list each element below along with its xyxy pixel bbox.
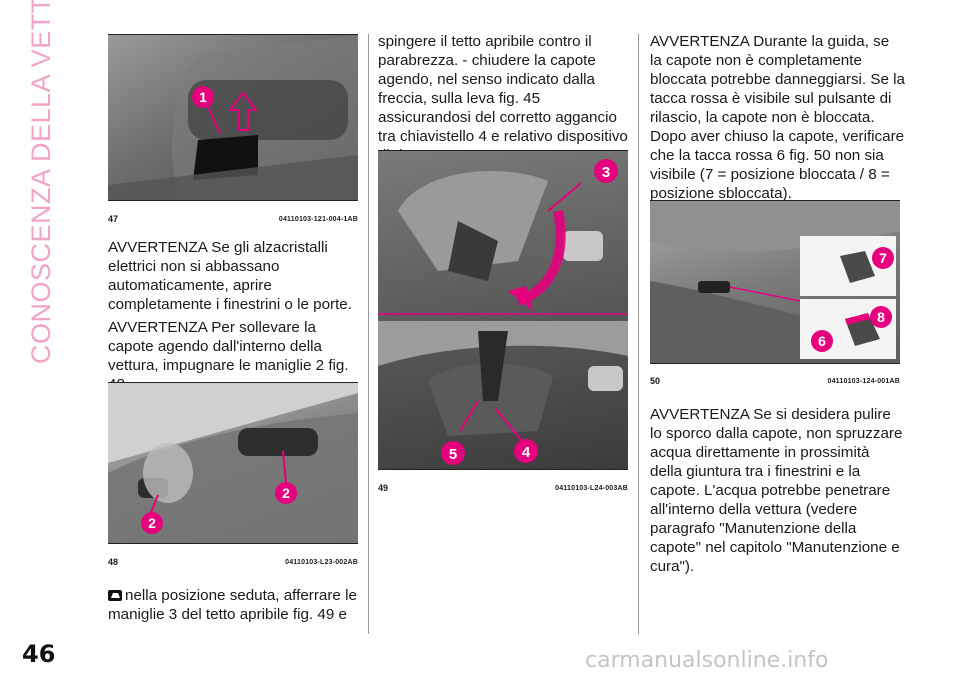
car-roof-icon [108, 590, 122, 601]
figure-49-code: 04110103-L24-003AB [555, 485, 628, 492]
figure-49-callout: 5 [449, 446, 457, 463]
figure-47-code: 04110103-121-004-1AB [278, 216, 358, 223]
figure-50: 7 8 6 50 04110103-124-001AB [650, 200, 900, 388]
watermark: carmanualsonline.info [585, 648, 829, 673]
paragraph-handles-step: nella posizione seduta, afferrare le man… [108, 586, 363, 624]
section-title: CONOSCENZA DELLA VETTURA [26, 0, 56, 364]
figure-50-photo: 7 8 6 [650, 200, 900, 363]
figure-48-code: 04110103-L23-002AB [285, 559, 358, 566]
figure-47: 1 47 04110103-121-004-1AB [108, 34, 358, 228]
figure-48-photo: 2 2 [108, 382, 358, 543]
figure-49: 3 5 4 49 04110103-L24-003AB [378, 150, 628, 495]
figure-48-number: 48 [108, 557, 119, 567]
figure-49-callout: 3 [602, 164, 610, 181]
figure-50-callout: 8 [877, 309, 885, 325]
figure-50-number: 50 [650, 376, 661, 386]
column-divider [368, 34, 369, 634]
paragraph-close-roof: spingere il tetto apribile contro il par… [378, 33, 628, 164]
figure-47-callout: 1 [199, 89, 207, 105]
column-divider [638, 34, 639, 634]
figure-50-code: 04110103-124-001AB [827, 378, 900, 385]
page-number: 46 [22, 640, 56, 668]
figure-50-callout: 7 [879, 250, 887, 266]
figure-49-callout: 4 [522, 444, 531, 461]
figure-49-photo: 3 5 4 [378, 150, 628, 469]
figure-48-callout: 2 [282, 485, 290, 501]
figure-50-callout: 6 [818, 333, 826, 349]
figure-48: 2 2 48 04110103-L23-002AB [108, 382, 358, 569]
paragraph-handles-text: nella posizione seduta, afferrare le man… [108, 587, 357, 623]
paragraph-locked-roof-warning: AVVERTENZA Durante la guida, se la capot… [650, 33, 905, 202]
figure-49-number: 49 [378, 483, 389, 493]
figure-48-callout: 2 [148, 515, 156, 531]
paragraph-cleaning-warning: AVVERTENZA Se si desidera pulire lo spor… [650, 406, 903, 575]
figure-47-photo: 1 [108, 34, 358, 200]
paragraph-window-warning: AVVERTENZA Se gli alzacristalli elettric… [108, 239, 352, 313]
figure-47-number: 47 [108, 214, 119, 224]
